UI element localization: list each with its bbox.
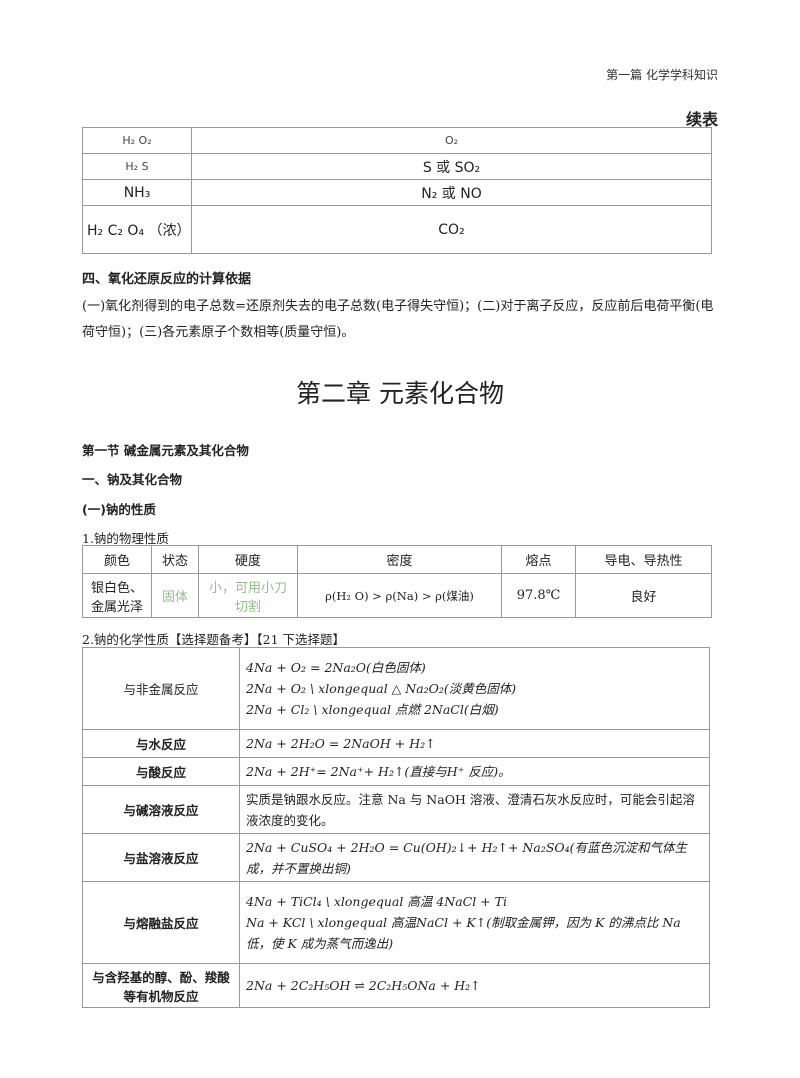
row-label: 与盐溶液反应 (82, 833, 240, 882)
column-header: 熔点 (501, 545, 576, 574)
reaction-cell: 4Na + TiCl₄ \ xlongequal 高温 4NaCl + Ti N… (239, 881, 710, 964)
table-row: H₂ C₂ O₄ （浓） CO₂ (82, 205, 712, 254)
row-label: 与熔融盐反应 (82, 881, 240, 964)
reaction-cell: 2Na + CuSO₄ + 2H₂O = Cu(OH)₂↓+ H₂↑+ Na₂S… (239, 833, 710, 882)
table-cell: ρ(H₂ O) > ρ(Na) > ρ(煤油) (297, 573, 502, 618)
row-label: 与碱溶液反应 (82, 785, 240, 834)
table-cell: N₂ 或 NO (191, 179, 712, 206)
column-header: 硬度 (198, 545, 298, 574)
row-label: 与含羟基的醇、酚、羧酸等有机物反应 (82, 963, 240, 1008)
redox-products-table: H₂ O₂ O₂ H₂ S S 或 SO₂ NH₃ N₂ 或 NO H₂ C₂ … (82, 127, 712, 254)
table-cell: S 或 SO₂ (191, 153, 712, 180)
table-cell: 良好 (575, 573, 712, 618)
table-cell: 固体 (151, 573, 199, 618)
page-header: 第一篇 化学学科知识 (606, 68, 718, 82)
table-row: 与碱溶液反应 实质是钠跟水反应。注意 Na 与 NaOH 溶液、澄清石灰水反应时… (82, 785, 710, 834)
table-cell: 银白色、金属光泽 (82, 573, 152, 618)
equation-line: 2Na + 2H⁺= 2Na⁺+ H₂↑(直接与H⁺ 反应)。 (246, 764, 511, 779)
column-header: 颜色 (82, 545, 152, 574)
table-row: 银白色、金属光泽 固体 小，可用小刀切割 ρ(H₂ O) > ρ(Na) > ρ… (82, 573, 712, 618)
reaction-cell: 2Na + 2C₂H₅OH ⇌ 2C₂H₅ONa + H₂↑ (239, 963, 710, 1008)
reaction-cell: 2Na + 2H⁺= 2Na⁺+ H₂↑(直接与H⁺ 反应)。 (239, 757, 710, 786)
table-cell: O₂ (191, 127, 712, 154)
continued-label: 续表 (685, 110, 718, 129)
subheading: 1.钠的物理性质 (82, 531, 169, 546)
row-label: 与非金属反应 (82, 647, 240, 730)
column-header: 导电、导热性 (575, 545, 712, 574)
chapter-title: 第二章 元素化合物 (296, 379, 504, 408)
table-cell: H₂ C₂ O₄ （浓） (82, 205, 192, 254)
table-row: H₂ O₂ O₂ (82, 127, 712, 154)
table-row: 与熔融盐反应 4Na + TiCl₄ \ xlongequal 高温 4NaCl… (82, 881, 710, 964)
chemical-properties-table: 与非金属反应 4Na + O₂ = 2Na₂O(白色固体) 2Na + O₂ \… (82, 647, 710, 1008)
table-cell: NH₃ (82, 179, 192, 206)
reaction-cell: 2Na + 2H₂O = 2NaOH + H₂↑ (239, 729, 710, 758)
equation-line: 2Na + Cl₂ \ xlongequal 点燃 2NaCl(白烟) (246, 702, 499, 717)
table-cell: 小，可用小刀切割 (198, 573, 298, 618)
subsection-title: 一、钠及其化合物 (82, 472, 183, 487)
subsection-title: (一)钠的性质 (82, 502, 156, 517)
equation-line: 2Na + O₂ \ xlongequal △ Na₂O₂(淡黄色固体) (246, 681, 517, 696)
physical-properties-table: 颜色 状态 硬度 密度 熔点 导电、导热性 银白色、金属光泽 固体 小，可用小刀… (82, 545, 712, 618)
row-label: 与酸反应 (82, 757, 240, 786)
row-label: 与水反应 (82, 729, 240, 758)
reaction-cell: 4Na + O₂ = 2Na₂O(白色固体) 2Na + O₂ \ xlonge… (239, 647, 710, 730)
reaction-cell: 实质是钠跟水反应。注意 Na 与 NaOH 溶液、澄清石灰水反应时，可能会引起溶… (239, 785, 710, 834)
table-row: 与酸反应 2Na + 2H⁺= 2Na⁺+ H₂↑(直接与H⁺ 反应)。 (82, 757, 710, 786)
subheading: 2.钠的化学性质【选择题备考】【21 下选择题】 (82, 632, 346, 647)
table-row: H₂ S S 或 SO₂ (82, 153, 712, 180)
equation-line: 4Na + O₂ = 2Na₂O(白色固体) (246, 660, 426, 675)
equation-line: Na + KCl \ xlongequal 高温NaCl + K↑(制取金属钾，… (246, 915, 681, 951)
equation-line: 2Na + CuSO₄ + 2H₂O = Cu(OH)₂↓+ H₂↑+ Na₂S… (246, 839, 688, 876)
column-header: 状态 (151, 545, 199, 574)
equation-line: 2Na + 2H₂O = 2NaOH + H₂↑ (246, 736, 436, 751)
table-cell: CO₂ (191, 205, 712, 254)
section-heading: 四、氧化还原反应的计算依据 (82, 272, 252, 287)
table-row: NH₃ N₂ 或 NO (82, 179, 712, 206)
note-text: 实质是钠跟水反应。注意 Na 与 NaOH 溶液、澄清石灰水反应时，可能会引起溶… (246, 791, 695, 828)
table-cell: H₂ S (82, 153, 192, 180)
paragraph: (一)氧化剂得到的电子总数=还原剂失去的电子总数(电子得失守恒)；(二)对于离子… (82, 299, 714, 340)
table-header-row: 颜色 状态 硬度 密度 熔点 导电、导热性 (82, 545, 712, 574)
section-title: 第一节 碱金属元素及其化合物 (82, 443, 249, 458)
column-header: 密度 (297, 545, 502, 574)
equation-line: 4Na + TiCl₄ \ xlongequal 高温 4NaCl + Ti (246, 894, 507, 909)
table-row: 与盐溶液反应 2Na + CuSO₄ + 2H₂O = Cu(OH)₂↓+ H₂… (82, 833, 710, 882)
table-cell: 97.8℃ (501, 573, 576, 618)
table-row: 与含羟基的醇、酚、羧酸等有机物反应 2Na + 2C₂H₅OH ⇌ 2C₂H₅O… (82, 963, 710, 1008)
table-cell: H₂ O₂ (82, 127, 192, 154)
table-row: 与水反应 2Na + 2H₂O = 2NaOH + H₂↑ (82, 729, 710, 758)
table-row: 与非金属反应 4Na + O₂ = 2Na₂O(白色固体) 2Na + O₂ \… (82, 647, 710, 730)
equation-line: 2Na + 2C₂H₅OH ⇌ 2C₂H₅ONa + H₂↑ (246, 978, 481, 993)
